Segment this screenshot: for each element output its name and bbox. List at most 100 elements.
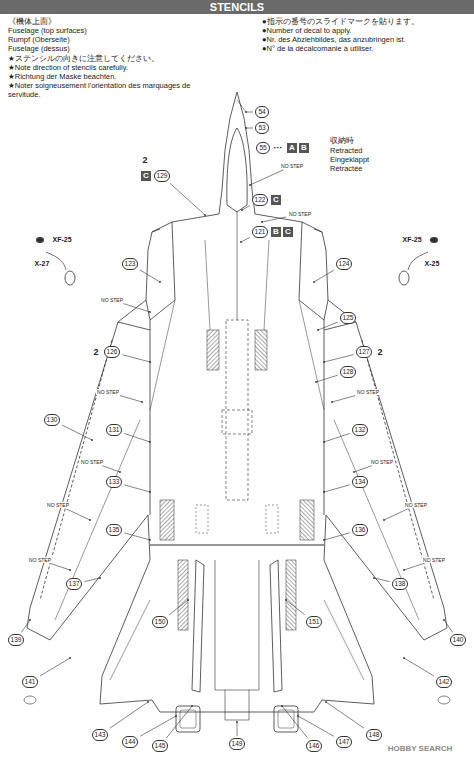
letter-box: B — [299, 143, 309, 153]
option-letter: C — [283, 227, 293, 237]
leader-line — [21, 620, 30, 632]
leader-dot — [443, 619, 445, 621]
leader-line — [444, 620, 453, 632]
leader-line — [84, 578, 100, 582]
option-letter: A — [287, 143, 297, 153]
callout-number: 131 — [106, 424, 123, 436]
callout-number: 143 — [92, 729, 109, 741]
paint-code: X-27 — [35, 260, 50, 268]
no-step-stencil: NO STEP — [370, 459, 394, 465]
spine-line — [237, 212, 238, 320]
instruction-note: ●Nr. des Abziehbildes, das anzubringen i… — [262, 35, 406, 44]
callout-number: 123 — [122, 258, 139, 270]
no-step-stencil: NO STEP — [100, 297, 124, 303]
leader-line — [140, 270, 160, 282]
leader-line — [246, 128, 253, 129]
leader-line — [169, 600, 188, 615]
instruction-note: ★Note direction of stencils carefully. — [8, 63, 128, 72]
leader-line — [404, 658, 434, 676]
callout-number: 54 — [255, 106, 269, 118]
letter-box: C — [283, 227, 293, 237]
leader-dot — [99, 577, 101, 579]
leader-dot — [383, 519, 385, 521]
leader-dot — [317, 329, 319, 331]
leader-dot — [149, 361, 151, 363]
instruction-note: ★ステンシルの向きに注意してください。 — [8, 54, 159, 63]
callout-number: 130 — [44, 414, 61, 426]
leader-dot — [245, 111, 247, 113]
instruction-note: ★Richtung der Maske beachten. — [8, 72, 116, 81]
leader-line — [324, 485, 350, 492]
leader-dot — [325, 701, 327, 703]
title-band: STENCILS — [0, 0, 474, 14]
no-step-stencil: NO STEP — [422, 557, 446, 563]
watermark: HOBBY SEARCH — [388, 744, 453, 753]
no-step-stencil: NO STEP — [288, 211, 312, 217]
no-step-stencil: NO STEP — [356, 389, 380, 395]
letter-box: C — [141, 171, 151, 181]
fuselage-half — [27, 92, 237, 732]
leader-line — [123, 304, 150, 312]
quantity-number: ··· — [274, 143, 283, 153]
leader-dot — [149, 491, 151, 493]
leader-dot — [249, 184, 251, 186]
leader-dot — [403, 569, 405, 571]
leader-dot — [149, 441, 151, 443]
paint-code: XF-25 — [52, 236, 71, 244]
option-letter: B — [271, 227, 281, 237]
letter-box: A — [287, 143, 297, 153]
callout-number: 127 — [356, 346, 373, 358]
leader-line — [354, 466, 372, 472]
wing-glove-line — [150, 544, 324, 545]
tail-fairing — [215, 560, 259, 690]
callout-number: 129 — [154, 170, 171, 182]
instruction-note: Eingeklappt — [330, 155, 369, 164]
callout-number: 148 — [366, 729, 383, 741]
leader-dot — [245, 127, 247, 129]
leader-line — [262, 217, 286, 222]
leader-line — [140, 716, 176, 736]
leader-dot — [149, 539, 151, 541]
leader-line — [242, 206, 250, 210]
callout-number: 126 — [104, 346, 121, 358]
leader-dot — [313, 281, 315, 283]
leader-line — [122, 355, 150, 362]
leader-dot — [353, 471, 355, 473]
no-step-stencil: NO STEP — [46, 502, 70, 508]
callout-number: 128 — [340, 366, 357, 378]
leader-dot — [323, 441, 325, 443]
leader-dot — [119, 471, 121, 473]
leader-line — [286, 600, 305, 615]
instruction-note: ●N° de la décalcomanie à utiliser. — [262, 44, 373, 53]
leader-dot — [149, 311, 151, 313]
leader-line — [40, 658, 70, 676]
leader-line — [374, 578, 390, 582]
leader-dot — [187, 599, 189, 601]
callout-number: 125 — [340, 312, 357, 324]
leader-dot — [89, 519, 91, 521]
leader-line — [316, 375, 338, 382]
leader-line — [120, 396, 142, 402]
callout-number: 121 — [252, 226, 269, 238]
no-step-stencil: NO STEP — [80, 459, 104, 465]
leader-line — [51, 564, 70, 570]
leader-dot — [147, 701, 149, 703]
instruction-note: Fuselage (top surfaces) — [8, 26, 87, 35]
leader-line — [241, 237, 250, 242]
tail-hook — [225, 690, 249, 720]
instruction-note: 収納時 — [330, 136, 354, 145]
callout-number: 55 — [256, 142, 270, 154]
leader-line — [318, 322, 338, 330]
leader-dot — [69, 569, 71, 571]
title-text: STENCILS — [0, 0, 474, 14]
no-step-stencil: NO STEP — [28, 557, 52, 563]
option-letter: C — [141, 171, 151, 181]
leader-dot — [236, 721, 238, 723]
leader-dot — [141, 401, 143, 403]
leader-line — [102, 466, 120, 472]
leader-line — [110, 702, 148, 728]
callout-number: 139 — [8, 634, 25, 646]
option-letter: B — [299, 143, 309, 153]
spine-panel — [222, 410, 252, 434]
